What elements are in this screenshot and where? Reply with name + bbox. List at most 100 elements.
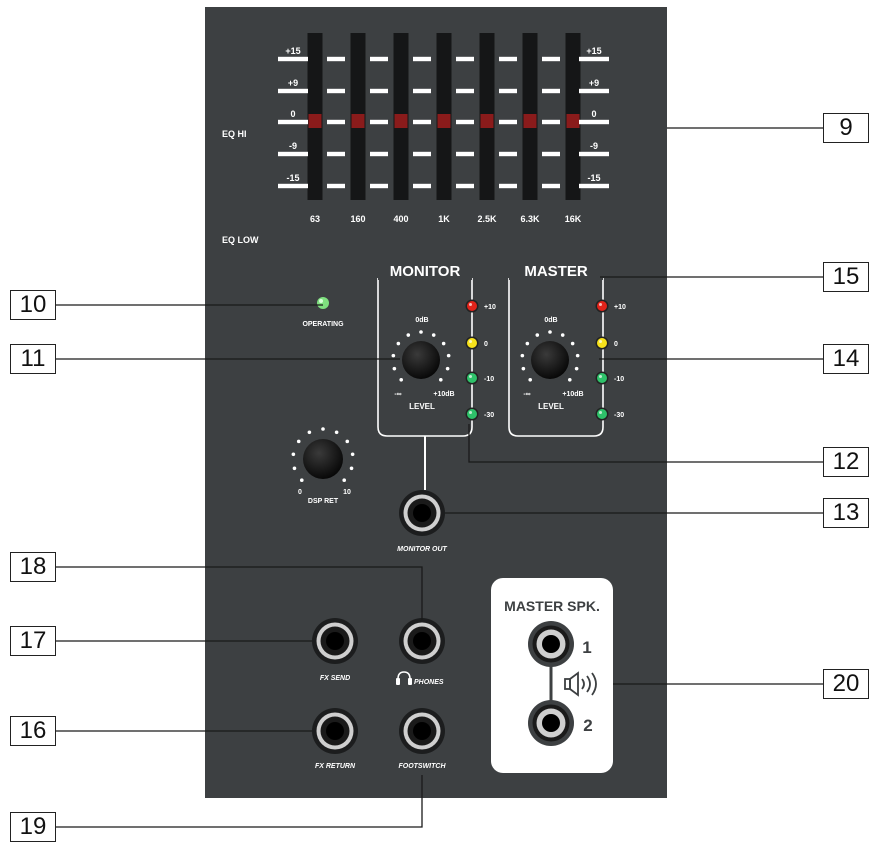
- eq-scale-mark: [413, 151, 431, 157]
- eq-scale-label-right: +15: [586, 46, 601, 56]
- callout-18: 18: [10, 552, 56, 582]
- eq-scale-mark: [370, 183, 388, 189]
- eq-band-label: 6.3K: [520, 214, 540, 224]
- operating-label: OPERATING: [302, 321, 344, 328]
- callout-16: 16: [10, 716, 56, 746]
- eq-fader-cap[interactable]: [308, 114, 322, 128]
- eq-fader-cap[interactable]: [437, 114, 451, 128]
- callout-11: 11: [10, 344, 56, 374]
- footswitch-label: FOOTSWITCH: [398, 763, 446, 770]
- master-led-highlight: [599, 303, 602, 306]
- master-led-label: 0: [614, 341, 618, 348]
- eq-scale-label-right: +9: [589, 78, 599, 88]
- eq-scale-mark: [456, 56, 474, 62]
- eq-scale-mark: [278, 88, 308, 94]
- eq-scale-mark: [370, 151, 388, 157]
- master-speaker-title: MASTER SPK.: [504, 598, 600, 614]
- master-frame: [508, 278, 604, 437]
- speaker-out-1-jack[interactable]: [528, 621, 574, 667]
- fx-send-jack[interactable]: [312, 618, 358, 664]
- master-knob-max: +10dB: [562, 391, 583, 398]
- speaker-out-2-jack-hole: [542, 714, 560, 732]
- monitor-out-jack[interactable]: [399, 490, 445, 536]
- eq-scale-mark: [456, 119, 474, 125]
- knob-scale-dot: [292, 466, 297, 471]
- eq-hi-label: EQ HI: [222, 129, 247, 139]
- knob-scale-dot: [575, 353, 580, 358]
- eq-fader-3: 1K: [436, 33, 452, 224]
- master-led-label: +10: [614, 304, 626, 311]
- eq-fader-cap[interactable]: [394, 114, 408, 128]
- eq-scale-mark: [327, 88, 345, 94]
- monitor-led-3: [467, 409, 477, 419]
- dsp-ret-knob[interactable]: [303, 439, 343, 479]
- eq-scale-label-right: -9: [590, 141, 598, 151]
- knob-scale-dot: [570, 341, 575, 346]
- master-level-knob[interactable]: [531, 341, 569, 379]
- callout-17: 17: [10, 626, 56, 656]
- eq-scale-mark: [579, 88, 609, 94]
- monitor-led-label: +10: [484, 304, 496, 311]
- monitor-led-highlight: [469, 375, 472, 378]
- eq-band-label: 160: [350, 214, 365, 224]
- knob-scale-dot: [419, 330, 423, 334]
- eq-scale-mark: [413, 183, 431, 189]
- eq-scale-mark: [413, 88, 431, 94]
- master-led-highlight: [599, 411, 602, 414]
- eq-scale-mark: [542, 56, 560, 62]
- knob-scale-dot: [528, 377, 533, 382]
- monitor-led-2: [467, 373, 477, 383]
- eq-scale-mark: [579, 183, 609, 189]
- fx-return-jack[interactable]: [312, 708, 358, 754]
- knob-scale-dot: [350, 452, 355, 457]
- callout-20: 20: [823, 669, 869, 699]
- eq-fader-cap[interactable]: [351, 114, 365, 128]
- monitor-knob-max: +10dB: [433, 391, 454, 398]
- operating-led: [317, 297, 329, 309]
- eq-fader-cap[interactable]: [523, 114, 537, 128]
- eq-band-label: 1K: [438, 214, 450, 224]
- monitor-level-knob[interactable]: [402, 341, 440, 379]
- knob-scale-dot: [567, 377, 572, 382]
- eq-scale-label-right: -15: [587, 173, 600, 183]
- callout-9: 9: [823, 113, 869, 143]
- dsp-ret-min: 0: [298, 489, 302, 496]
- eq-fader-4: 2.5K: [477, 33, 497, 224]
- master-knob-label: LEVEL: [538, 402, 564, 411]
- eq-fader-0: 63: [307, 33, 323, 224]
- callout-13: 13: [823, 498, 869, 528]
- dsp-ret-max: 10: [343, 489, 351, 496]
- monitor-led-0: [467, 301, 477, 311]
- monitor-led-highlight: [469, 411, 472, 414]
- master-led-2: [597, 373, 607, 383]
- speaker-out-2-jack[interactable]: [528, 700, 574, 746]
- eq-scale-mark: [456, 88, 474, 94]
- fx-send-label: FX SEND: [320, 675, 350, 682]
- eq-scale-mark: [579, 119, 609, 125]
- knob-scale-dot: [391, 353, 396, 358]
- eq-scale-label-left: -15: [286, 173, 299, 183]
- fx-return-label: FX RETURN: [315, 763, 356, 770]
- eq-scale-mark: [542, 151, 560, 157]
- knob-scale-dot: [431, 333, 436, 337]
- dsp-ret-section: 0 10 DSP RET: [291, 427, 355, 505]
- master-led-label: -10: [614, 376, 624, 383]
- eq-scale-mark: [278, 151, 308, 157]
- eq-fader-cap[interactable]: [480, 114, 494, 128]
- eq-scale-mark: [542, 88, 560, 94]
- monitor-knob-top: 0dB: [415, 317, 428, 324]
- eq-scale-mark: [499, 183, 517, 189]
- footswitch-jack[interactable]: [399, 708, 445, 754]
- knob-scale-dot: [396, 341, 401, 346]
- eq-fader-6: 16K: [565, 33, 582, 224]
- master-knob-min: -∞: [523, 391, 530, 398]
- eq-fader-cap[interactable]: [566, 114, 580, 128]
- speaker-icon: [564, 671, 597, 697]
- master-speaker-section: MASTER SPK. 1 2: [491, 578, 613, 773]
- eq-scale-mark: [413, 56, 431, 62]
- callout-leaders: [56, 127, 823, 828]
- eq-scale-mark: [370, 56, 388, 62]
- phones-jack[interactable]: [399, 618, 445, 664]
- footswitch-jack-hole: [413, 722, 431, 740]
